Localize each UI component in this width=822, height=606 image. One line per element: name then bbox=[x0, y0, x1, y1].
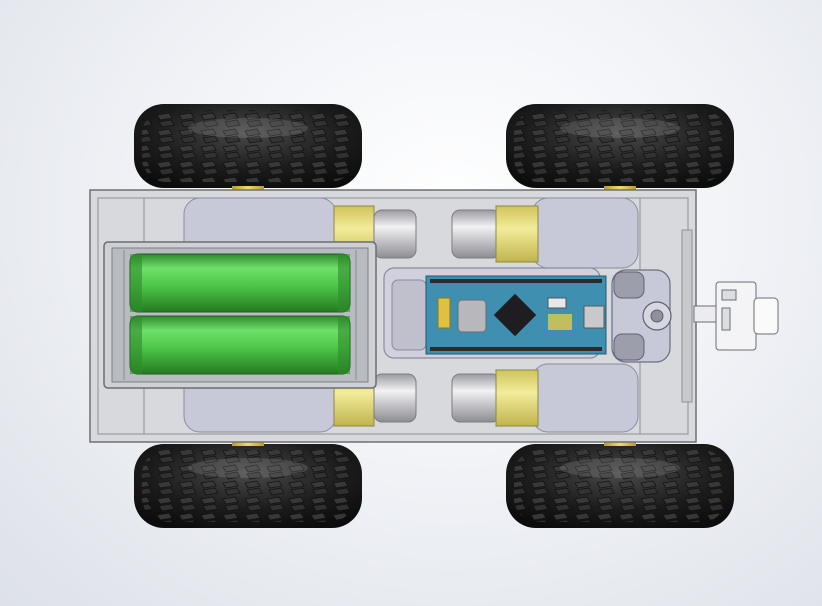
header-pins bbox=[430, 279, 602, 351]
usb-port bbox=[583, 305, 605, 329]
wheel-rear-left[interactable] bbox=[134, 444, 362, 528]
motor-mount-front-right bbox=[531, 197, 639, 269]
wheel-front-right[interactable] bbox=[506, 104, 734, 188]
wheel-front-left[interactable] bbox=[134, 104, 362, 188]
motor-rear-right[interactable] bbox=[451, 369, 539, 427]
ultrasonic-sensor-mount[interactable] bbox=[693, 281, 779, 351]
wheel-rear-right[interactable] bbox=[506, 444, 734, 528]
motor-front-right[interactable] bbox=[451, 205, 539, 263]
reset-button bbox=[547, 297, 567, 309]
crystal bbox=[457, 299, 487, 333]
battery-cell-1[interactable] bbox=[129, 253, 351, 313]
smd-parts bbox=[548, 314, 572, 330]
microcontroller-board[interactable] bbox=[425, 275, 607, 355]
caster-bracket[interactable] bbox=[611, 269, 672, 363]
battery-cell-2[interactable] bbox=[129, 315, 351, 375]
jumper-block bbox=[437, 297, 451, 329]
motor-mount-rear-right bbox=[531, 363, 639, 433]
